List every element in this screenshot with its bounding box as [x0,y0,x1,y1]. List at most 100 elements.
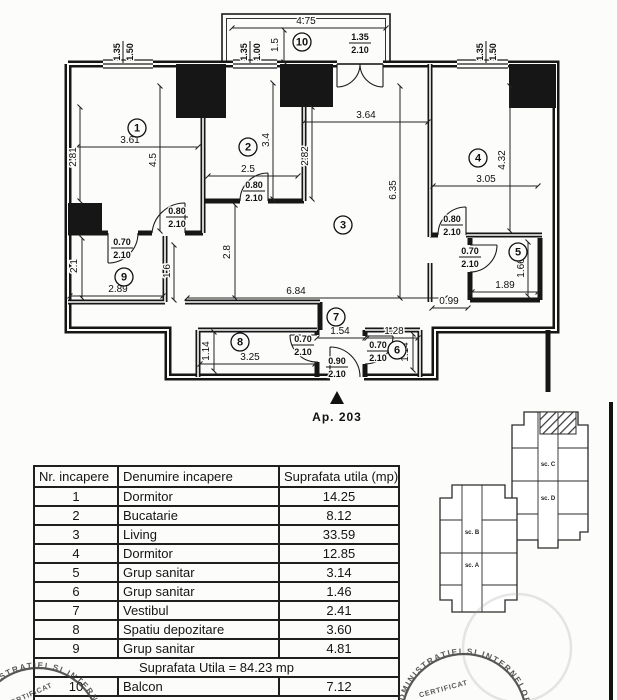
svg-text:2.8: 2.8 [222,245,233,259]
cell-name: Spatiu depozitare [117,619,280,640]
walls [64,60,560,392]
table-header-row: Nr. incapere Denumire incapere Suprafata… [33,465,400,488]
building-key-plan: sc. C sc. D sc. B sc. A [439,411,589,613]
svg-text:1: 1 [134,123,140,135]
svg-text:1.6: 1.6 [162,264,173,278]
svg-text:2.10: 2.10 [461,259,479,269]
svg-text:1.28: 1.28 [384,326,404,337]
window-room1 [103,58,153,70]
staircase-label: sc. D [541,496,556,502]
svg-text:2.10: 2.10 [245,193,263,203]
cell-nr: 4 [33,543,119,564]
svg-text:10: 10 [296,37,308,49]
svg-text:2.10: 2.10 [168,219,186,229]
svg-text:0.99: 0.99 [439,296,459,307]
cell-name: Balcon [117,676,280,697]
room-number-7: 7 [326,307,346,327]
svg-text:0.90: 0.90 [328,356,346,366]
svg-text:4: 4 [475,153,482,165]
door-size-label: 1.352.10 [349,31,371,56]
door-size-label: 0.70 2.10 [111,236,133,261]
door-size-label: 0.802.10 [441,213,463,238]
svg-text:2.10: 2.10 [294,347,312,357]
cell-area: 14.25 [278,486,400,507]
svg-text:2.10: 2.10 [328,369,346,379]
room-area-table: Nr. incapere Denumire incapere Suprafata… [33,465,400,700]
svg-text:1.89: 1.89 [495,280,515,291]
scan-edge-bar [609,402,613,700]
room-number-9: 9 [114,267,134,287]
subtotal-row: Suprafata Utila = 84.23 mp [33,657,400,678]
svg-text:1.66: 1.66 [516,258,527,278]
svg-text:1.54: 1.54 [330,326,350,337]
wall-pillar [176,64,226,118]
svg-text:3.05: 3.05 [476,174,496,185]
svg-text:0.70: 0.70 [461,246,479,256]
cell-name: Grup sanitar [117,638,280,659]
svg-text:0.80: 0.80 [443,214,461,224]
svg-text:4.5: 4.5 [148,153,159,167]
cell-name: Living [117,524,280,545]
svg-text:4.32: 4.32 [497,150,508,170]
svg-text:2: 2 [245,142,251,154]
svg-text:6.35: 6.35 [388,180,399,200]
door-size-label: 0.80 2.10 [243,179,265,204]
svg-text:3.25: 3.25 [240,352,260,363]
svg-text:2.10: 2.10 [113,250,131,260]
svg-text:0.80: 0.80 [245,180,263,190]
door-size-label: 0.702.10 [367,339,389,364]
wall-pillar [280,64,333,107]
header-sup: Suprafata utila (mp) [278,465,400,488]
svg-text:3.64: 3.64 [356,110,376,121]
room-numbers: 1 2 3 4 5 6 7 8 9 10 [114,32,528,360]
svg-text:2.5: 2.5 [241,164,255,175]
staircase-label: sc. A [465,563,480,569]
cell-area: 33.59 [278,524,400,545]
room-number-4: 4 [468,148,488,168]
cell-name: Grup sanitar [117,581,280,602]
cell-nr: 5 [33,562,119,583]
room-number-8: 8 [230,332,250,352]
wall-pillar [68,203,102,233]
cell-nr: 1 [33,486,119,507]
svg-text:0.70: 0.70 [113,237,131,247]
svg-text:0.70: 0.70 [294,334,312,344]
staircase-label: sc. B [465,530,480,536]
svg-text:2.81: 2.81 [68,147,79,167]
wall-pillar [509,64,556,108]
header-nr: Nr. incapere [33,465,119,488]
svg-text:1.5: 1.5 [270,38,281,52]
room-number-10: 10 [292,32,312,52]
cell-nr: 3 [33,524,119,545]
cell-area: 12.85 [278,543,400,564]
room-number-1: 1 [127,118,147,138]
svg-text:1.50: 1.50 [488,43,498,61]
svg-text:0.70: 0.70 [369,340,387,350]
room-number-5: 5 [508,242,528,262]
window-balcony [233,58,277,70]
cell-nr: 10 [33,676,119,697]
svg-text:1.35: 1.35 [475,43,485,61]
cell-name: Vestibul [117,600,280,621]
triangle-marker-icon [330,391,344,404]
dimension-lines [67,25,541,374]
cell-area: 7.12 [278,676,400,697]
svg-text:7: 7 [333,312,339,324]
staircase-label: sc. C [541,462,556,468]
svg-text:6.84: 6.84 [286,286,306,297]
room-number-6: 6 [387,340,407,360]
cell-nr: 7 [33,600,119,621]
svg-text:1.00: 1.00 [252,43,262,61]
cell-nr: 8 [33,619,119,640]
door-size-label: 0.70 2.10 [292,333,314,358]
svg-text:1.50: 1.50 [125,43,135,61]
total-row: Suprafata Totala = 91.35 mp [33,695,400,700]
